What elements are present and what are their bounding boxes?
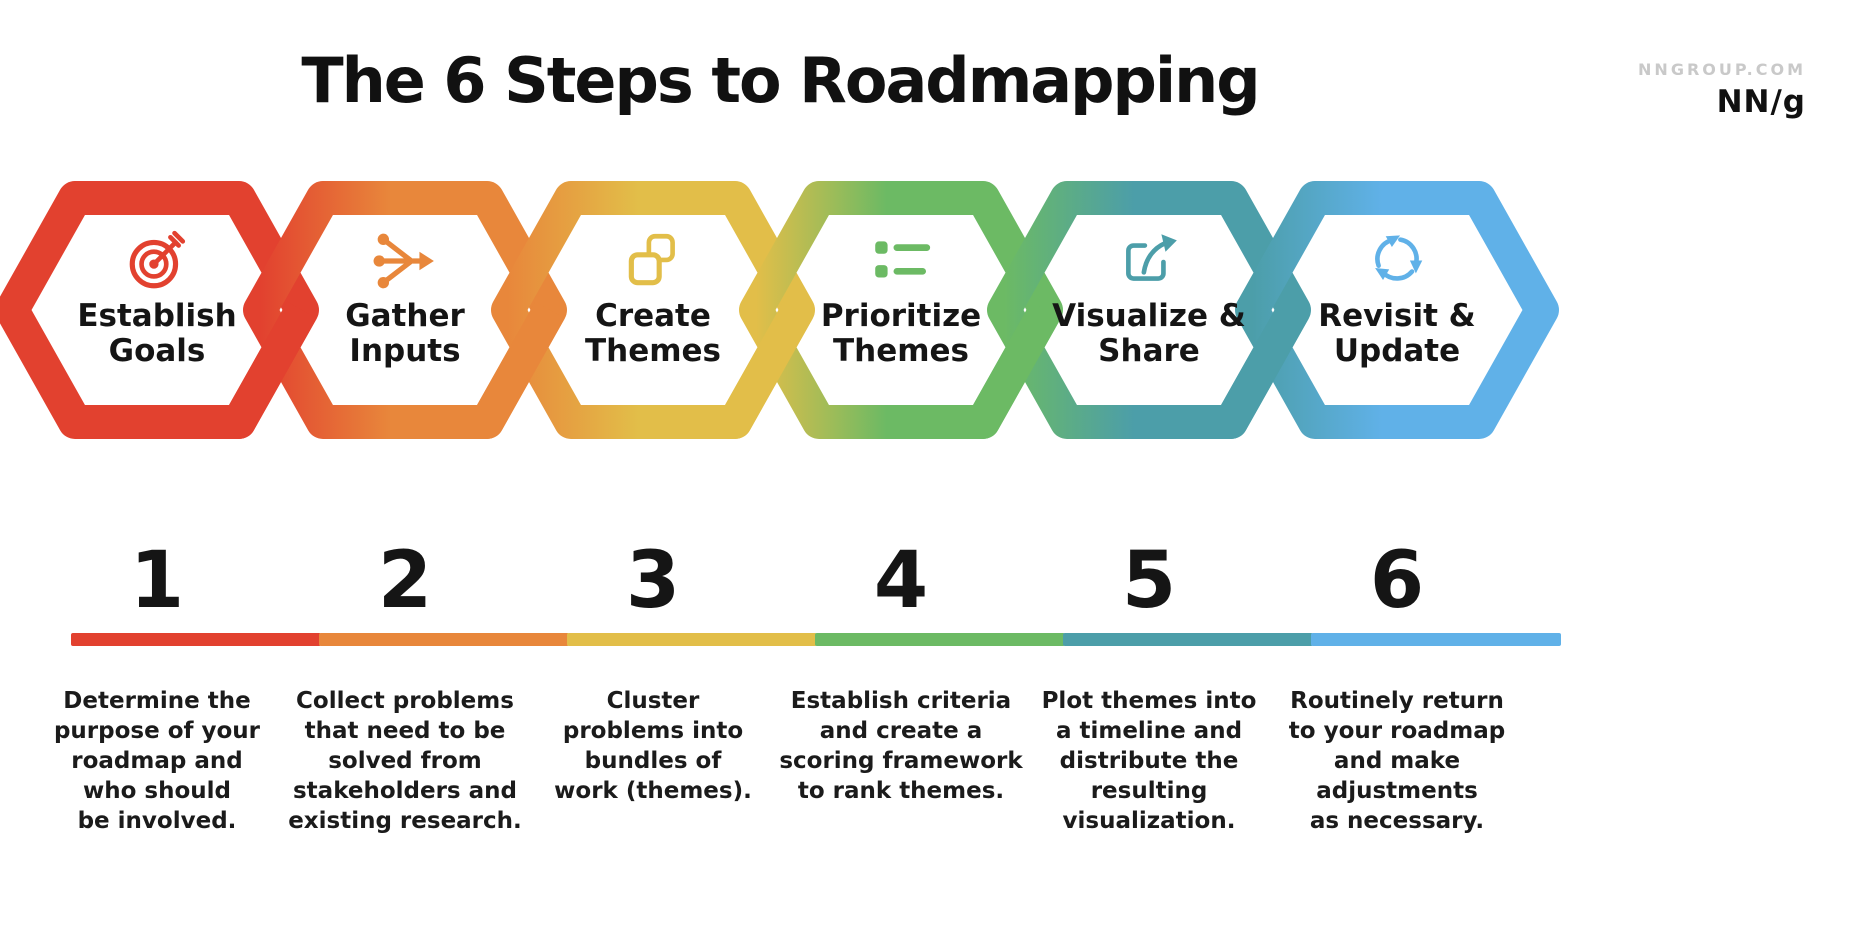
step-description: Cluster problems into bundles of work (t…: [554, 688, 752, 804]
step-title: Create Themes: [584, 298, 722, 369]
step-column-5: Visualize & Share 5 Plot themes into a t…: [1024, 0, 1313, 900]
step-underline: [319, 633, 569, 646]
hexagon-weave-3: [663, 301, 813, 439]
nng-logo: NN/g: [1716, 84, 1806, 120]
step-number: 6: [1369, 536, 1425, 626]
step-title: Prioritize Themes: [820, 298, 982, 369]
step-underline: [1063, 633, 1313, 646]
step-number: 1: [129, 536, 185, 626]
brand-url: NNGROUP.COM: [1638, 60, 1806, 79]
step-column-2: Gather Inputs 2 Collect problems that ne…: [280, 0, 569, 900]
brand-block: NNGROUP.COM NN/g: [1638, 60, 1806, 120]
step-description: Collect problems that need to be solved …: [288, 688, 522, 834]
hexagon-weave-5: [1159, 301, 1309, 439]
step-title: Gather Inputs: [345, 298, 465, 369]
step-title: Revisit & Update: [1318, 298, 1476, 369]
overlapping-squares-icon: [528, 228, 778, 296]
step-column-6: Revisit & Update 6 Routinely return to y…: [1272, 0, 1561, 900]
hexagon-ring-6: [1235, 181, 1559, 439]
step-number: 5: [1121, 536, 1177, 626]
step-title: Visualize & Share: [1052, 298, 1246, 369]
share-export-icon: [1024, 228, 1274, 296]
hexagon-weave-2: [415, 301, 565, 439]
step-underline: [815, 633, 1065, 646]
bullet-list-icon: [776, 228, 1026, 296]
step-number: 2: [377, 536, 433, 626]
step-column-1: Establish Goals 1 Determine the purpose …: [32, 0, 321, 900]
step-description: Plot themes into a timeline and distribu…: [1041, 688, 1257, 834]
step-underline: [71, 633, 321, 646]
step-number: 3: [625, 536, 681, 626]
step-column-3: Create Themes 3 Cluster problems into bu…: [528, 0, 817, 900]
merge-arrows-icon: [280, 228, 530, 296]
step-description: Establish criteria and create a scoring …: [779, 688, 1023, 804]
refresh-cycle-icon: [1272, 228, 1522, 296]
page-title: The 6 Steps to Roadmapping: [301, 44, 1260, 117]
step-title: Establish Goals: [77, 298, 237, 369]
target-arrow-icon: [32, 228, 282, 296]
step-description: Determine the purpose of your roadmap an…: [53, 688, 261, 834]
step-column-4: Prioritize Themes 4 Establish criteria a…: [776, 0, 1065, 900]
step-description: Routinely return to your roadmap and mak…: [1288, 688, 1506, 834]
hexagon-weave-1: [167, 301, 317, 439]
step-underline: [567, 633, 817, 646]
hexagon-weave-4: [911, 301, 1061, 439]
step-underline: [1311, 633, 1561, 646]
step-number: 4: [873, 536, 929, 626]
